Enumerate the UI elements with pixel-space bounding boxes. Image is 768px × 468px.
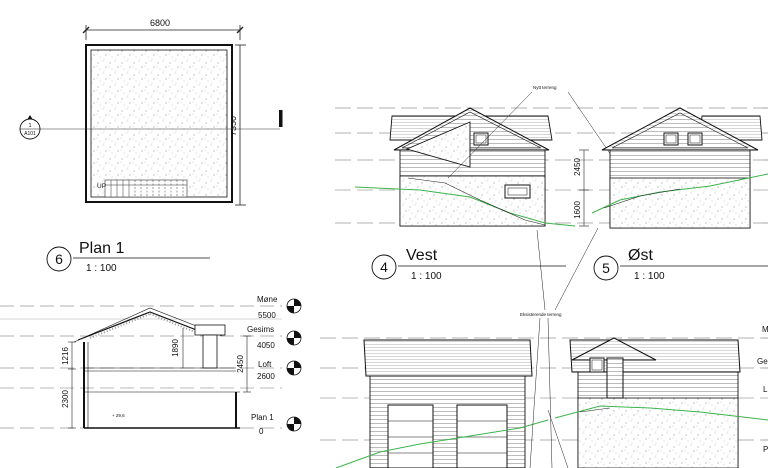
edge-level-labels: M Ge L P <box>757 325 768 454</box>
vest-view-name: Vest <box>406 247 438 264</box>
plan-view-name: Plan 1 <box>79 240 124 257</box>
section-roof <box>77 311 213 341</box>
section-dim-1890: 1890 <box>171 339 180 357</box>
level-gesims: Gesims 4050 <box>247 325 302 350</box>
edge-label: Ge <box>757 357 768 366</box>
ost-view-title: 5 Øst 1 : 100 <box>593 247 768 282</box>
ost-view-number: 5 <box>602 260 610 276</box>
level-marker-icon <box>286 330 302 346</box>
vest-view-title: 4 Vest 1 : 100 <box>371 247 566 282</box>
level-value: 5500 <box>258 311 276 320</box>
plan-view-title: 6 Plan 1 1 : 100 <box>46 240 210 274</box>
garage-door-left <box>387 404 434 468</box>
plan-floor-slab <box>90 49 228 198</box>
level-name: Gesims <box>247 325 274 334</box>
note-existing-terrain: Eksisterende terreng <box>520 312 562 317</box>
ost-dim-1600: 1600 <box>573 201 582 219</box>
section-marker: 1 A101 <box>19 115 41 140</box>
level-name: Møne <box>257 295 278 304</box>
level-loft: Loft 2600 <box>257 360 302 381</box>
level-name: Plan 1 <box>251 413 274 422</box>
section-cut-end-mark <box>279 110 283 127</box>
ost-dim-2450: 2450 <box>573 158 582 176</box>
ost-view-name: Øst <box>628 247 653 264</box>
vest-view-scale: 1 : 100 <box>411 271 442 282</box>
level-value: 0 <box>259 427 264 436</box>
ost-elevation: 2450 1600 5 Øst 1 : 100 <box>573 107 768 282</box>
lower-left-elevation <box>335 317 553 468</box>
note-new-terrain: Nytt terreng <box>533 85 557 90</box>
level-marker-icon <box>286 416 302 432</box>
edge-label: P <box>763 445 768 454</box>
level-name: Loft <box>258 360 272 369</box>
section-dim-1216: 1216 <box>61 347 70 365</box>
lower-right-elevation <box>547 337 768 468</box>
section-dim-2450: 2450 <box>236 355 245 373</box>
section-marker-sheet: A101 <box>24 131 36 137</box>
level-value: 2600 <box>257 372 275 381</box>
vest-elevation: Nytt terreng Eksisterende terreng 4 Vest… <box>354 85 629 317</box>
level-mone: Møne 5500 <box>257 295 302 320</box>
plan-stair <box>104 179 188 198</box>
stair-up-label: UP <box>97 183 106 190</box>
section-spot-elevation: + 29,6 <box>112 413 125 418</box>
level-value: 4050 <box>257 341 275 350</box>
level-marker-icon <box>286 360 302 376</box>
plan-view: 6800 7350 1 A101 <box>19 18 283 274</box>
level-plan1: Plan 1 0 <box>251 413 302 436</box>
plan-view-scale: 1 : 100 <box>86 263 117 274</box>
section-marker-number: 1 <box>28 123 31 129</box>
section-view: + 29,6 1216 2300 1890 2450 Møne 5500 Ges… <box>0 295 302 436</box>
section-dim-2300: 2300 <box>61 390 70 408</box>
plan-view-number: 6 <box>55 251 63 267</box>
edge-label: M <box>762 325 768 334</box>
plan-width-dimension: 6800 <box>150 18 170 28</box>
level-marker-icon <box>286 298 302 314</box>
edge-label: L <box>763 385 768 394</box>
vest-view-number: 4 <box>380 259 388 275</box>
ost-view-scale: 1 : 100 <box>634 271 665 282</box>
